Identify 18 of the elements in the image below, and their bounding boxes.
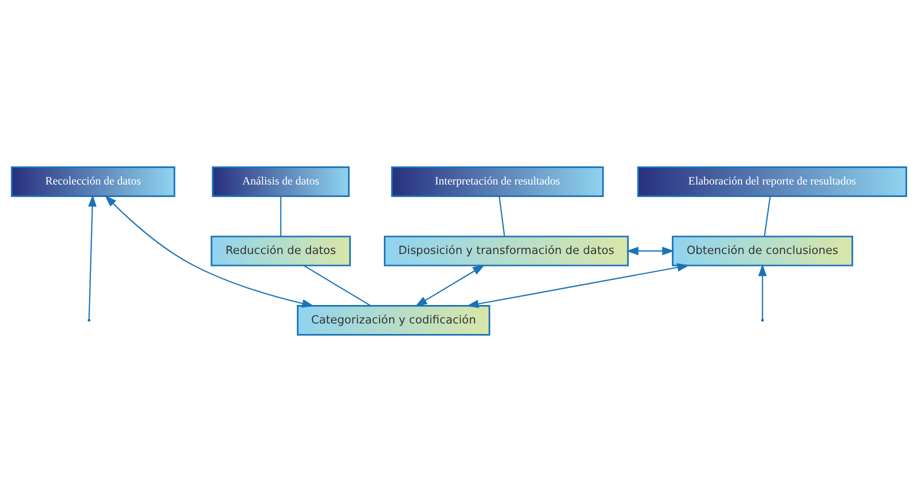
arrow — [758, 264, 767, 320]
node-box: Obtención de conclusiones — [672, 236, 854, 266]
arrow — [626, 246, 674, 256]
node-box: Recolección de datos — [10, 166, 176, 198]
connector — [280, 196, 282, 236]
node-box: Disposición y transformación de datos — [384, 236, 629, 266]
connector — [304, 265, 371, 306]
arrow — [88, 194, 97, 320]
connector — [498, 196, 506, 236]
node-box: Reducción de datos — [210, 236, 351, 266]
node-box: Elaboración del reporte de resultados — [637, 166, 908, 198]
arrow — [415, 264, 485, 307]
node-box: Interpretación de resultados — [391, 166, 604, 198]
arrow — [466, 263, 690, 308]
arrow — [104, 195, 314, 308]
connector — [764, 196, 771, 236]
node-box: Categorización y codificación — [296, 304, 490, 336]
node-box: Análisis de datos — [212, 166, 350, 198]
